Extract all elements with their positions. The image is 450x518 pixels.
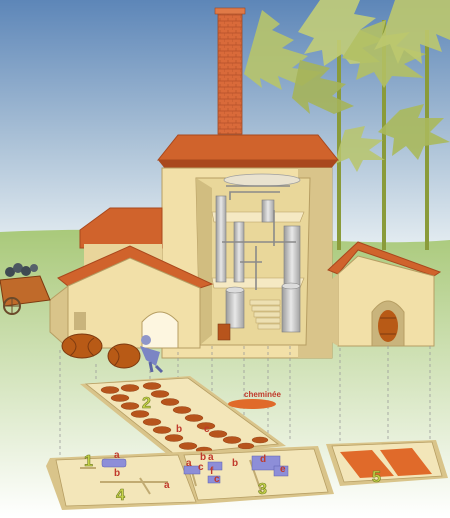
label-d-1: d <box>260 454 266 465</box>
stairs <box>249 299 281 330</box>
label-number-2: 2 <box>142 395 151 412</box>
plan-fermentation <box>80 376 286 458</box>
label-f-1: f <box>210 466 214 477</box>
plan-ground-floor <box>46 440 448 510</box>
chimney-base <box>228 399 276 409</box>
label-number-1: 1 <box>84 453 93 470</box>
label-number-4: 4 <box>116 487 125 504</box>
label-a-1: a <box>114 450 120 461</box>
label-chimney: cheminée <box>244 390 281 399</box>
chimney-icon <box>214 7 246 135</box>
label-b-4: b <box>232 458 238 469</box>
label-e-1: e <box>280 464 286 475</box>
label-a-2: a <box>186 458 192 469</box>
vat-icon <box>100 382 269 454</box>
tree-icon <box>244 0 450 250</box>
basin-icon <box>101 455 289 484</box>
kiln-arch-icon <box>141 311 179 349</box>
label-b-3: b <box>200 452 206 463</box>
barrel-icon <box>378 310 398 342</box>
worker-icon <box>140 335 164 374</box>
barrel-icon <box>61 333 141 369</box>
label-b-1: b <box>114 468 120 479</box>
label-c-2: c <box>198 462 204 473</box>
label-b-2: b <box>176 424 182 435</box>
right-house <box>327 241 442 347</box>
label-c-3: c <box>214 474 220 485</box>
main-building <box>156 134 340 359</box>
left-house <box>49 245 214 350</box>
cart-icon <box>0 263 51 315</box>
channel-icon <box>340 448 432 478</box>
label-number-3: 3 <box>258 481 267 498</box>
label-a-4: a <box>164 480 170 491</box>
label-a-3: a <box>208 452 214 463</box>
still-column-icon <box>215 185 301 341</box>
label-number-5: 5 <box>372 469 381 486</box>
label-c-1: c <box>204 424 210 435</box>
